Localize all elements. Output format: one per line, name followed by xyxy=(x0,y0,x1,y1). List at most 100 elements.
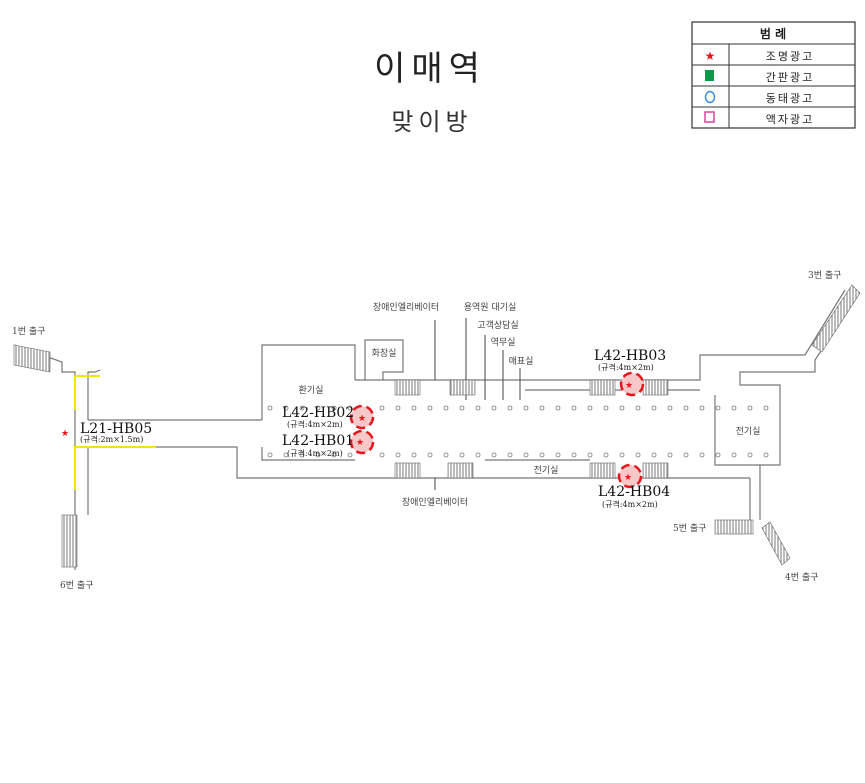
stairs xyxy=(13,284,861,568)
ad-marker-hb03[interactable]: ★ xyxy=(619,371,645,397)
star-icon: ★ xyxy=(705,49,716,63)
column xyxy=(331,405,337,411)
column xyxy=(507,405,513,411)
column xyxy=(619,452,625,458)
column xyxy=(283,405,289,411)
exit-1-label: 1번 출구 xyxy=(12,326,45,337)
column xyxy=(731,452,737,458)
room-toilet: 화장실 xyxy=(372,348,397,359)
star-icon: ★ xyxy=(624,473,632,483)
column xyxy=(699,452,705,458)
ad-spec: (규격:4m×2m) xyxy=(598,362,654,372)
ad-code: L42-HB03 xyxy=(594,348,666,364)
ad-code: L42-HB04 xyxy=(598,484,670,500)
ad-marker-hb05[interactable]: ★ xyxy=(61,429,69,439)
column xyxy=(443,405,449,411)
column xyxy=(699,405,705,411)
column xyxy=(587,452,593,458)
column xyxy=(715,405,721,411)
column xyxy=(299,452,305,458)
room-ticket: 매표실 xyxy=(509,356,534,367)
legend-title: 범 례 xyxy=(760,26,786,41)
column xyxy=(539,452,545,458)
column xyxy=(379,405,385,411)
pink-square-icon xyxy=(704,111,715,123)
page-subtitle: 맞이방 xyxy=(391,108,472,136)
column xyxy=(731,405,737,411)
room-electric: 전기실 xyxy=(534,465,559,476)
legend-label: 동태광고 xyxy=(766,92,814,105)
column xyxy=(603,405,609,411)
ad-code: L21-HB05 xyxy=(80,421,152,437)
column xyxy=(395,452,401,458)
column xyxy=(651,405,657,411)
column xyxy=(603,452,609,458)
room-ventilation: 환기실 xyxy=(299,384,324,396)
room-office: 역무실 xyxy=(491,337,516,348)
room-consult: 고객상담실 xyxy=(477,319,518,331)
column xyxy=(395,405,401,411)
ad-code: L42-HB01 xyxy=(282,433,354,449)
column xyxy=(635,452,641,458)
ad-marker-hb04[interactable]: ★ xyxy=(617,463,643,489)
column xyxy=(683,405,689,411)
column xyxy=(523,405,529,411)
legend-label: 조명광고 xyxy=(766,50,814,63)
green-square-icon xyxy=(705,70,714,81)
column xyxy=(667,452,673,458)
column xyxy=(299,405,305,411)
column xyxy=(267,405,273,411)
room-elevator-top: 장애인엘리베이터 xyxy=(373,302,439,313)
room-electric: 전기실 xyxy=(736,426,761,437)
star-icon: ★ xyxy=(356,438,364,448)
column xyxy=(635,405,641,411)
column xyxy=(331,452,337,458)
column xyxy=(379,452,385,458)
walls xyxy=(13,289,856,570)
column xyxy=(443,452,449,458)
ad-spec: (규격:4m×2m) xyxy=(287,419,343,429)
exit-5-label: 5번 출구 xyxy=(673,523,706,534)
legend: 범 례 ★ 조명광고 간판광고 동태광고 액자광고 xyxy=(691,21,856,129)
exit-4-label: 4번 출구 xyxy=(785,572,818,583)
column xyxy=(459,405,465,411)
column xyxy=(427,405,433,411)
column xyxy=(587,405,593,411)
column xyxy=(539,405,545,411)
column xyxy=(651,452,657,458)
column xyxy=(283,452,289,458)
column xyxy=(475,452,481,458)
exit-3-label: 3번 출구 xyxy=(808,270,841,281)
signage-highlight xyxy=(74,375,156,490)
exit-6-label: 6번 출구 xyxy=(60,580,93,591)
columns xyxy=(267,405,769,458)
column xyxy=(523,452,529,458)
column xyxy=(619,405,625,411)
column xyxy=(715,452,721,458)
ad-marker-hb01[interactable]: ★ xyxy=(349,429,375,455)
column xyxy=(427,452,433,458)
column xyxy=(347,405,353,411)
column xyxy=(475,405,481,411)
column xyxy=(571,452,577,458)
column xyxy=(315,405,321,411)
ad-code: L42-HB02 xyxy=(282,405,354,421)
ad-spec: (규격:4m×2m) xyxy=(602,499,658,509)
column xyxy=(571,405,577,411)
column xyxy=(683,452,689,458)
column xyxy=(267,452,273,458)
column xyxy=(747,405,753,411)
column xyxy=(491,405,497,411)
column xyxy=(411,405,417,411)
column xyxy=(555,452,561,458)
column xyxy=(315,452,321,458)
legend-label: 액자광고 xyxy=(766,113,814,126)
legend-label: 간판광고 xyxy=(766,71,814,84)
ad-marker-hb02[interactable]: ★ xyxy=(349,404,375,430)
column xyxy=(347,452,353,458)
column xyxy=(763,405,769,411)
column xyxy=(507,452,513,458)
column xyxy=(491,452,497,458)
column xyxy=(459,452,465,458)
